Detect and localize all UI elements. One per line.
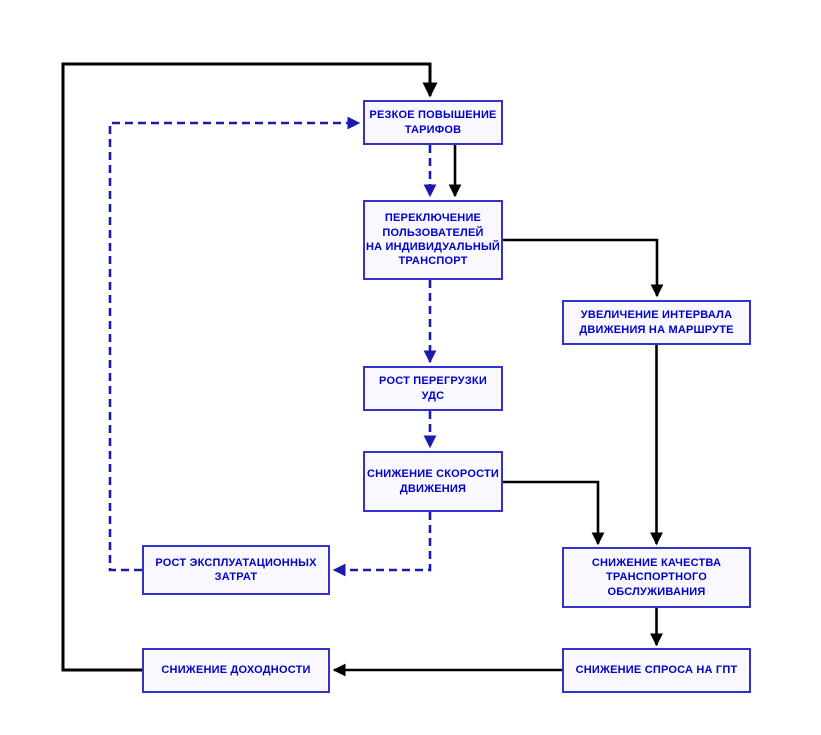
edge-speed-to-service-quality <box>503 480 605 546</box>
node-transport-service-quality-decrease: СНИЖЕНИЕ КАЧЕСТВА ТРАНСПОРТНОГО ОБСЛУЖИВ… <box>562 547 751 608</box>
node-road-network-overload-growth: РОСТ ПЕРЕГРУЗКИ УДС <box>363 366 503 411</box>
node-route-headway-increase: УВЕЛИЧЕНИЕ ИНТЕРВАЛА ДВИЖЕНИЯ НА МАРШРУТ… <box>562 300 751 345</box>
edge-operating-costs-to-tariff-feedback <box>108 116 361 572</box>
node-traffic-speed-decrease: СНИЖЕНИЕ СКОРОСТИ ДВИЖЕНИЯ <box>363 451 503 512</box>
node-profitability-decrease: СНИЖЕНИЕ ДОХОДНОСТИ <box>142 648 330 693</box>
node-sharp-tariff-increase: РЕЗКОЕ ПОВЫШЕНИЕ ТАРИФОВ <box>363 100 503 145</box>
edge-speed-to-operating-costs <box>332 512 432 577</box>
edge-switch-to-headway <box>503 238 664 298</box>
node-users-switch-to-individual-transport: ПЕРЕКЛЮЧЕНИЕ ПОЛЬЗОВАТЕЛЕЙ НА ИНДИВИДУАЛ… <box>363 200 503 280</box>
node-operating-costs-growth: РОСТ ЭКСПЛУАТАЦИОННЫХ ЗАТРАТ <box>142 545 330 595</box>
edge-profitability-to-tariff-feedback-loop <box>61 62 438 672</box>
node-public-transport-demand-decrease: СНИЖЕНИЕ СПРОСА НА ГПТ <box>562 648 751 693</box>
